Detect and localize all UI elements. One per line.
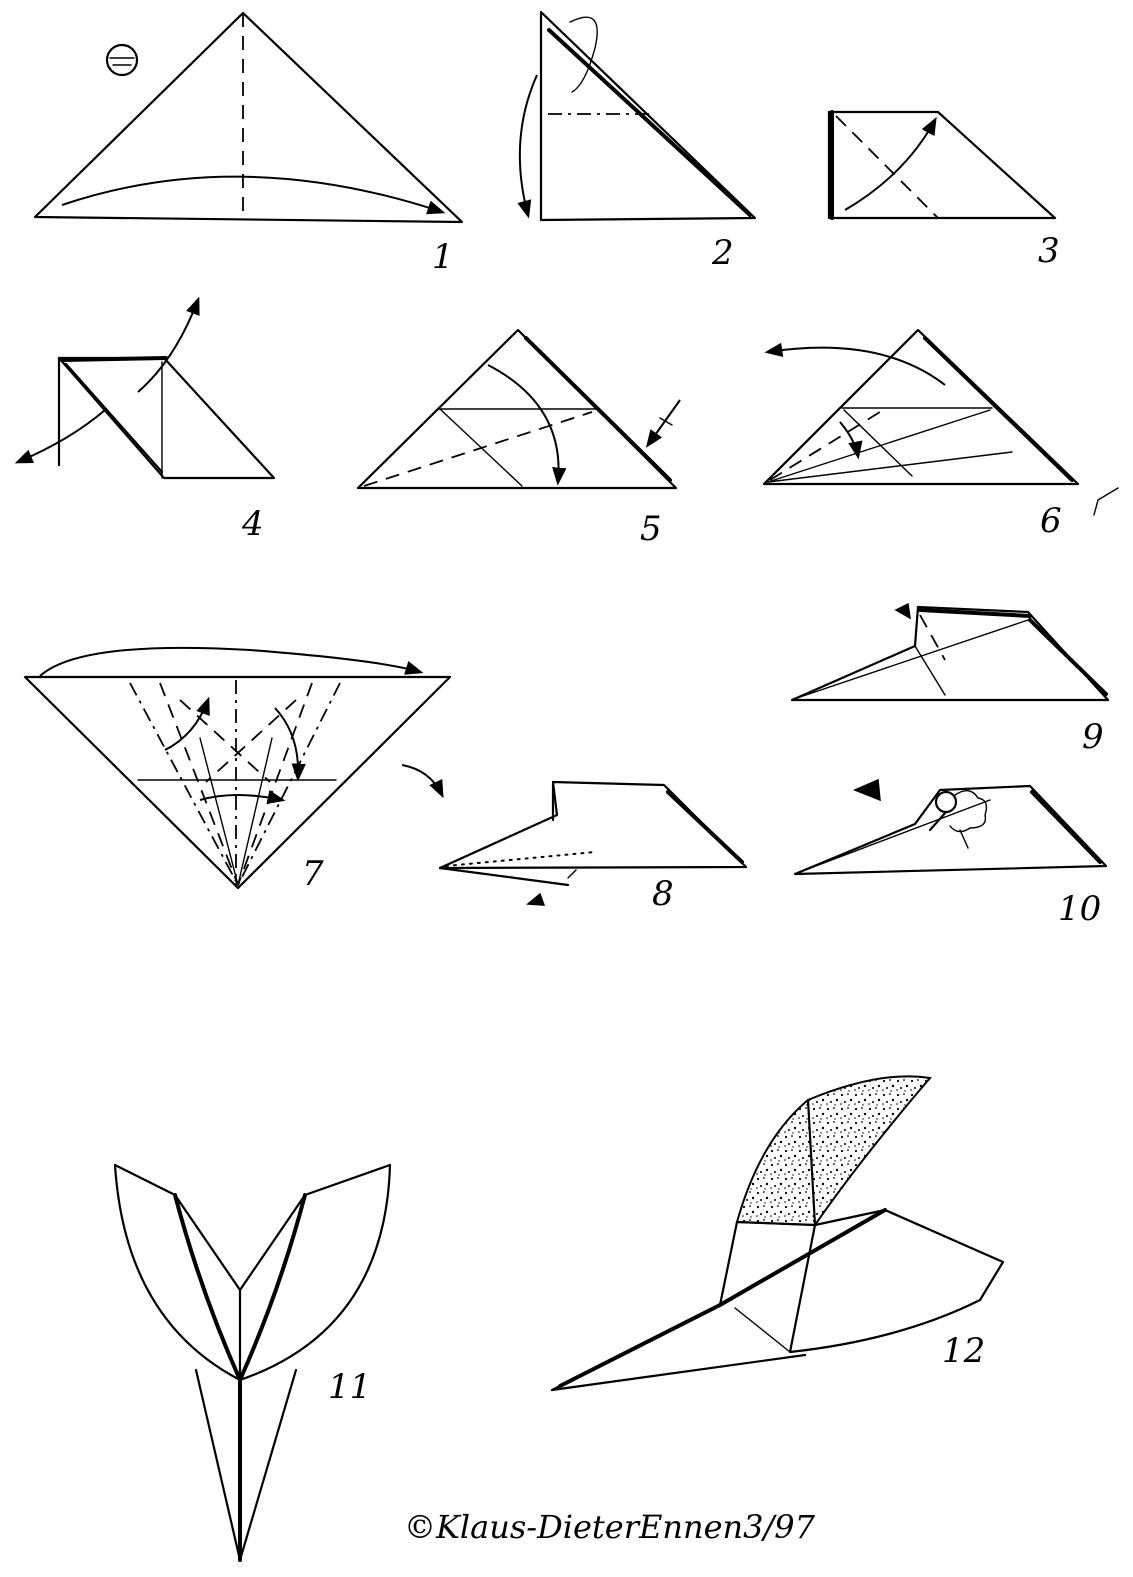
view-direction-icon bbox=[855, 780, 880, 800]
step-4-diagram bbox=[18, 300, 274, 478]
step-7-number: 7 bbox=[302, 854, 324, 894]
step-12-number: 12 bbox=[942, 1331, 985, 1371]
step-1-diagram bbox=[35, 13, 462, 222]
copyright-credit: ©Klaus-DieterEnnen3/97 bbox=[404, 1508, 816, 1546]
step-11-number: 11 bbox=[328, 1367, 371, 1407]
step-6-diagram bbox=[764, 330, 1118, 515]
step-9-number: 9 bbox=[1082, 717, 1104, 757]
step-8-diagram bbox=[440, 782, 746, 905]
turn-over-icon bbox=[107, 45, 137, 75]
step-12-diagram bbox=[552, 1076, 1003, 1390]
step-7-diagram bbox=[25, 648, 450, 888]
step-1-number: 1 bbox=[432, 237, 454, 277]
step-10-diagram bbox=[795, 780, 1106, 874]
step-5-diagram bbox=[358, 330, 680, 488]
step-2-number: 2 bbox=[711, 233, 734, 273]
step-9-diagram bbox=[792, 604, 1108, 700]
step-3-diagram bbox=[829, 112, 1055, 218]
step-10-number: 10 bbox=[1058, 889, 1101, 929]
step-5-number: 5 bbox=[640, 509, 662, 549]
step-11-diagram bbox=[115, 1165, 390, 1560]
step-8-number: 8 bbox=[652, 874, 674, 914]
step-6-number: 6 bbox=[1040, 501, 1062, 541]
step-2-diagram bbox=[520, 12, 755, 220]
step-4-number: 4 bbox=[241, 504, 264, 544]
step-3-number: 3 bbox=[1038, 231, 1060, 271]
